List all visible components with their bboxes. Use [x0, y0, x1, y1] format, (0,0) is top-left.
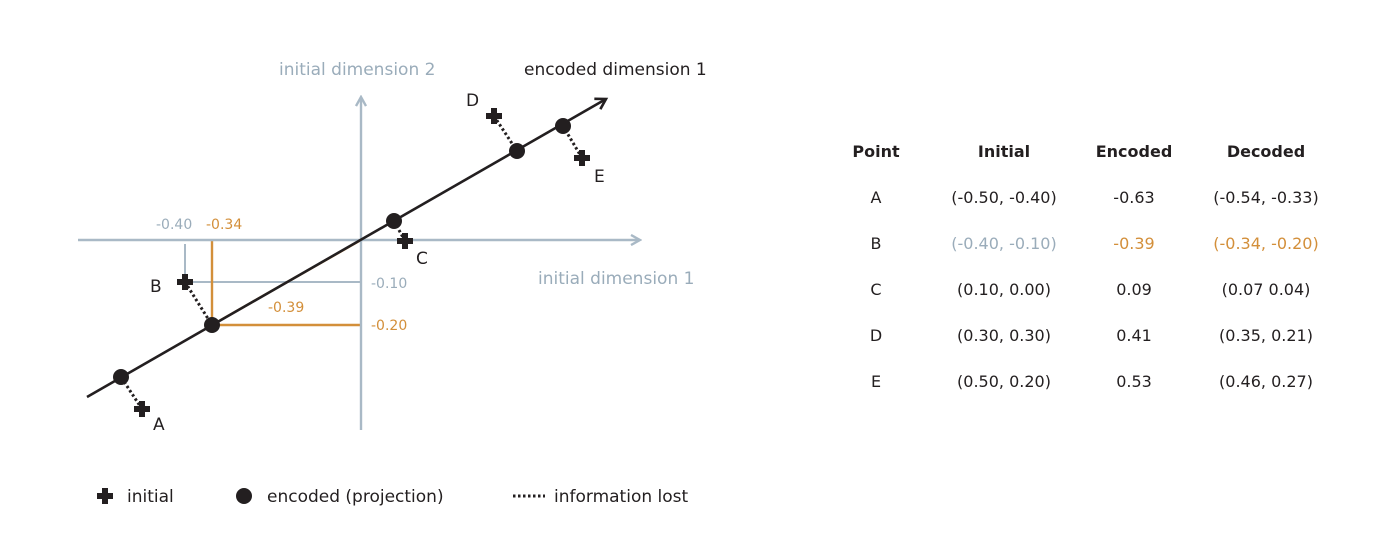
lost-line-d	[492, 115, 519, 152]
cell-point: C	[870, 279, 882, 299]
initial-point-b	[177, 274, 193, 290]
header-encoded: Encoded	[1095, 141, 1173, 161]
initial-point-c	[397, 233, 413, 249]
point-label-b: B	[150, 277, 162, 297]
cell-encoded: 0.41	[1116, 325, 1152, 345]
point-label-a: A	[153, 415, 165, 435]
lost-line-c	[392, 220, 407, 242]
cell-decoded: (0.46, 0.27)	[1219, 371, 1313, 391]
b-x-decoded-value: -0.34	[206, 217, 242, 233]
information-lost-lines	[119, 115, 584, 410]
b-y-initial-value: -0.10	[371, 276, 407, 292]
cell-initial: (0.50, 0.20)	[957, 371, 1051, 391]
cell-decoded: (-0.34, -0.20)	[1213, 233, 1319, 253]
b-y-decoded-value: -0.20	[371, 318, 407, 334]
table-row: D (0.30, 0.30) 0.41 (0.35, 0.21)	[828, 312, 1348, 358]
label-encoded-dimension-1: encoded dimension 1	[524, 60, 707, 80]
lost-line-b	[183, 281, 214, 326]
cell-point: E	[870, 371, 882, 391]
cell-initial: (-0.40, -0.10)	[951, 233, 1057, 253]
legend-lost-label: information lost	[554, 487, 689, 507]
header-initial: Initial	[977, 141, 1031, 161]
encoded-point-e	[555, 118, 571, 134]
table-row: C (0.10, 0.00) 0.09 (0.07 0.04)	[828, 266, 1348, 312]
cell-point: D	[869, 325, 883, 345]
b-x-initial-value: -0.40	[156, 217, 192, 233]
cell-point: B	[870, 233, 882, 253]
encoded-point-c	[386, 213, 402, 229]
table-row: B (-0.40, -0.10) -0.39 (-0.34, -0.20)	[828, 220, 1348, 266]
b-encoded-value: -0.39	[268, 300, 304, 316]
cell-initial: (-0.50, -0.40)	[951, 187, 1057, 207]
encoded-point-d	[509, 143, 525, 159]
legend-plus-icon	[97, 488, 113, 504]
point-label-c: C	[416, 249, 428, 269]
label-initial-dimension-2: initial dimension 2	[279, 60, 435, 80]
initial-point-d	[486, 108, 502, 124]
encoded-point-b	[204, 317, 220, 333]
initial-points	[134, 108, 590, 417]
cell-encoded: 0.53	[1116, 371, 1152, 391]
cell-decoded: (0.07 0.04)	[1221, 279, 1311, 299]
table-header-row: Point Initial Encoded Decoded	[828, 128, 1348, 174]
legend-dot-icon	[236, 488, 252, 504]
table-row: A (-0.50, -0.40) -0.63 (-0.54, -0.33)	[828, 174, 1348, 220]
point-label-e: E	[594, 167, 605, 187]
cell-initial: (0.10, 0.00)	[957, 279, 1051, 299]
encoded-points	[113, 118, 571, 385]
values-table: Point Initial Encoded Decoded A (-0.50, …	[828, 128, 1348, 404]
cell-decoded: (-0.54, -0.33)	[1213, 187, 1319, 207]
legend-encoded-label: encoded (projection)	[267, 487, 444, 507]
legend: initial encoded (projection) information…	[97, 487, 689, 507]
initial-point-e	[574, 150, 590, 166]
cell-decoded: (0.35, 0.21)	[1219, 325, 1313, 345]
header-point: Point	[852, 141, 900, 161]
values-table-container: Point Initial Encoded Decoded A (-0.50, …	[828, 128, 1348, 404]
header-decoded: Decoded	[1226, 141, 1306, 161]
pca-diagram: A B C D E initial dimension 2 encoded di…	[78, 60, 707, 507]
cell-encoded: -0.39	[1113, 233, 1155, 253]
initial-point-a	[134, 401, 150, 417]
encoded-point-a	[113, 369, 129, 385]
cell-encoded: -0.63	[1113, 187, 1155, 207]
label-initial-dimension-1: initial dimension 1	[538, 269, 694, 289]
cell-initial: (0.30, 0.30)	[957, 325, 1051, 345]
cell-point: A	[870, 187, 882, 207]
table-row: E (0.50, 0.20) 0.53 (0.46, 0.27)	[828, 358, 1348, 404]
legend-initial-label: initial	[127, 487, 174, 507]
point-label-d: D	[466, 91, 479, 111]
encoded-axis	[86, 99, 606, 399]
cell-encoded: 0.09	[1116, 279, 1152, 299]
